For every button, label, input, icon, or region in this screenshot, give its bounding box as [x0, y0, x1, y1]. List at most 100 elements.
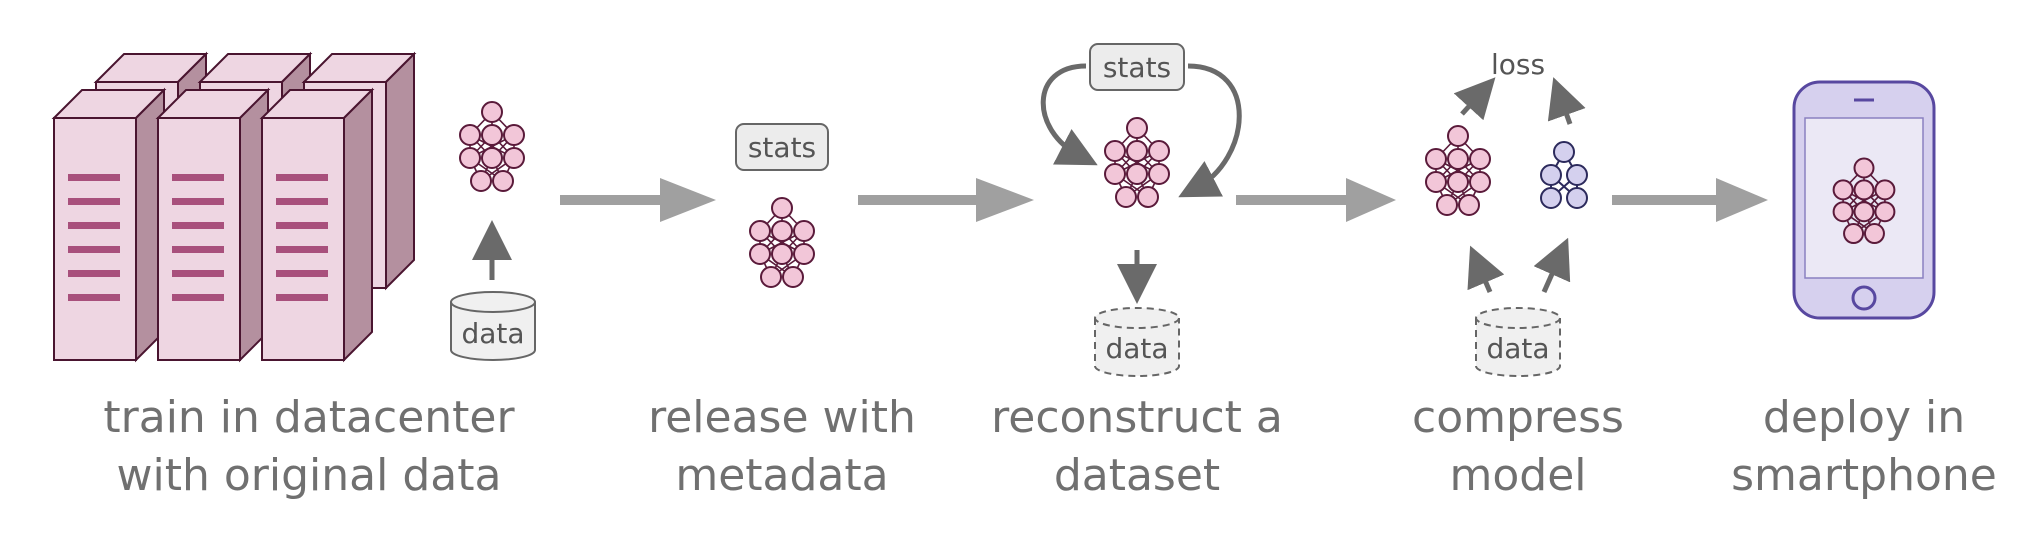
caption-deploy: deploy in smartphone	[1731, 392, 1997, 501]
stats-box: stats	[735, 123, 829, 171]
network-node	[503, 147, 525, 169]
server-stripe	[276, 198, 328, 205]
network-node	[1553, 141, 1575, 163]
network-node	[749, 243, 771, 265]
synthetic-database-icon	[1475, 307, 1561, 377]
database-icon	[450, 291, 536, 361]
network-node	[481, 147, 503, 169]
database-body	[1094, 318, 1180, 377]
synthetic-database-icon	[1094, 307, 1180, 377]
teacher-network-icon	[1425, 125, 1491, 216]
data-label: data	[461, 317, 524, 350]
deployed-network-icon	[1832, 157, 1896, 245]
data-label: data	[1105, 332, 1168, 365]
network-node	[1458, 194, 1480, 216]
server-stripe	[172, 198, 224, 205]
network-node	[1566, 164, 1588, 186]
flow-arrow-3	[1236, 178, 1396, 222]
network-node	[459, 124, 481, 146]
network-node	[1148, 163, 1170, 185]
network-node	[1126, 117, 1148, 139]
network-node	[1126, 163, 1148, 185]
server-rack-icon	[51, 87, 167, 363]
server-stripe	[172, 294, 224, 301]
network-node	[1104, 163, 1126, 185]
network-node	[1126, 140, 1148, 162]
network-node	[1843, 223, 1865, 245]
network-node	[1425, 171, 1447, 193]
network-node	[1447, 125, 1469, 147]
network-node	[459, 147, 481, 169]
server-stripe	[68, 246, 120, 253]
data-label: data	[1486, 332, 1549, 365]
network-node	[1853, 157, 1875, 179]
released-network-icon	[749, 197, 815, 288]
server-stripe	[276, 174, 328, 181]
svg-text:model: model	[1449, 450, 1586, 501]
server-stripe	[68, 222, 120, 229]
network-node	[1425, 148, 1447, 170]
stats-box: stats	[1089, 43, 1185, 91]
teacher-network-icon	[459, 101, 525, 192]
network-node	[793, 220, 815, 242]
flow-arrow-2	[858, 178, 1034, 222]
svg-text:smartphone: smartphone	[1731, 450, 1997, 501]
network-node	[793, 243, 815, 265]
network-node	[1832, 201, 1854, 223]
network-node	[1469, 171, 1491, 193]
flow-arrow-4	[1612, 178, 1768, 222]
network-node	[1832, 179, 1854, 201]
network-node	[481, 101, 503, 123]
network-node	[1469, 148, 1491, 170]
network-node	[1540, 187, 1562, 209]
caption-train: train in datacenter with original data	[103, 392, 515, 501]
student-network-icon	[1540, 141, 1588, 209]
server-stripe	[68, 174, 120, 181]
network-node	[1436, 194, 1458, 216]
network-node	[1447, 171, 1469, 193]
data-to-teacher-arrow	[1467, 245, 1505, 293]
server-stripe	[276, 246, 328, 253]
svg-text:train in datacenter: train in datacenter	[103, 392, 515, 443]
svg-text:deploy in: deploy in	[1763, 392, 1965, 443]
database-body	[450, 302, 536, 361]
server-stripe	[172, 222, 224, 229]
network-node	[1874, 179, 1896, 201]
network-node	[481, 124, 503, 146]
caption-compress: compress model	[1412, 392, 1624, 501]
svg-text:release with: release with	[648, 392, 916, 443]
reconstruction-network-icon	[1104, 117, 1170, 208]
server-stripe	[172, 246, 224, 253]
network-node	[1148, 140, 1170, 162]
network-node	[771, 220, 793, 242]
network-node	[1115, 186, 1137, 208]
network-node	[760, 266, 782, 288]
network-node	[782, 266, 804, 288]
network-node	[771, 197, 793, 219]
network-node	[1853, 201, 1875, 223]
network-node	[1540, 164, 1562, 186]
svg-text:reconstruct a: reconstruct a	[991, 392, 1283, 443]
database-body	[1475, 318, 1561, 377]
network-node	[1566, 187, 1588, 209]
database-top	[1094, 307, 1180, 329]
caption-release: release with metadata	[648, 392, 916, 501]
datacenter-servers	[51, 51, 417, 363]
data-to-student-arrow	[1533, 237, 1571, 294]
stats-feedback-arrow-right	[1178, 63, 1242, 198]
network-node	[749, 220, 771, 242]
svg-text:stats: stats	[1103, 51, 1171, 84]
caption-reconstruct: reconstruct a dataset	[991, 392, 1283, 501]
server-stripe	[276, 270, 328, 277]
database-top	[1475, 307, 1561, 329]
server-stripe	[68, 294, 120, 301]
server-stripe	[276, 222, 328, 229]
network-node	[1863, 223, 1885, 245]
svg-text:compress: compress	[1412, 392, 1624, 443]
network-node	[1853, 179, 1875, 201]
server-stripe	[68, 270, 120, 277]
server-stripe	[172, 174, 224, 181]
svg-text:dataset: dataset	[1054, 450, 1220, 501]
network-node	[771, 243, 793, 265]
network-node	[470, 170, 492, 192]
